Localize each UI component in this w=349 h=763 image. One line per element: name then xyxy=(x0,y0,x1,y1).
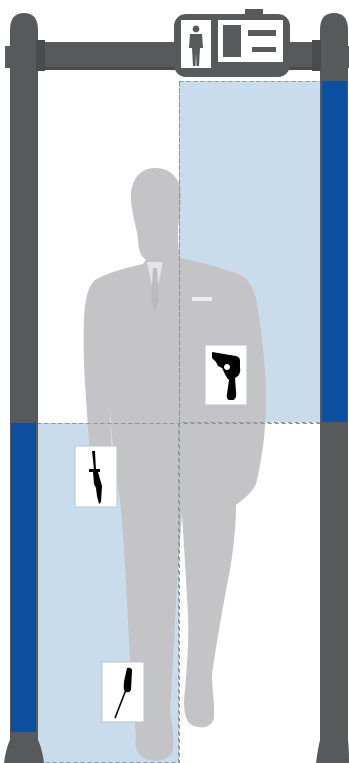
right-pillar-joint xyxy=(312,40,321,71)
item-card-screwdriver xyxy=(102,662,144,722)
detection-bar-left xyxy=(11,423,36,732)
detected-item-revolver xyxy=(205,345,247,405)
status-screen-line-2 xyxy=(252,47,276,52)
detection-bar-right xyxy=(322,81,347,422)
status-screen-line-1 xyxy=(248,30,276,36)
display-panel xyxy=(174,9,290,77)
detected-item-knife xyxy=(75,446,117,507)
left-pillar-joint xyxy=(36,40,45,71)
status-screen-block xyxy=(223,25,241,57)
left-pillar-bracket xyxy=(5,46,13,68)
right-pillar-bracket xyxy=(341,46,349,68)
detected-item-screwdriver xyxy=(102,662,144,722)
pocket-square xyxy=(192,297,212,301)
